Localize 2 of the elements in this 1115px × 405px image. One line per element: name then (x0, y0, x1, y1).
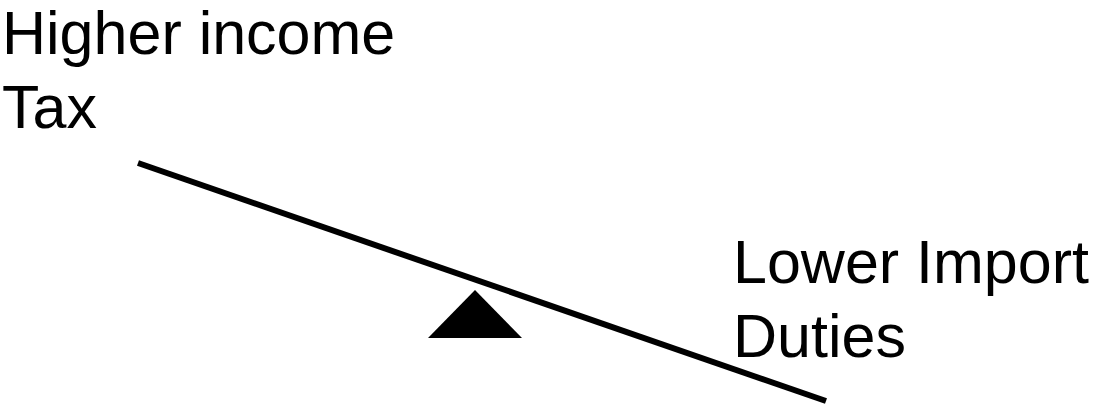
side-label: Lower Import Duties (733, 227, 1090, 372)
side-label: Higher income Tax (2, 0, 397, 143)
